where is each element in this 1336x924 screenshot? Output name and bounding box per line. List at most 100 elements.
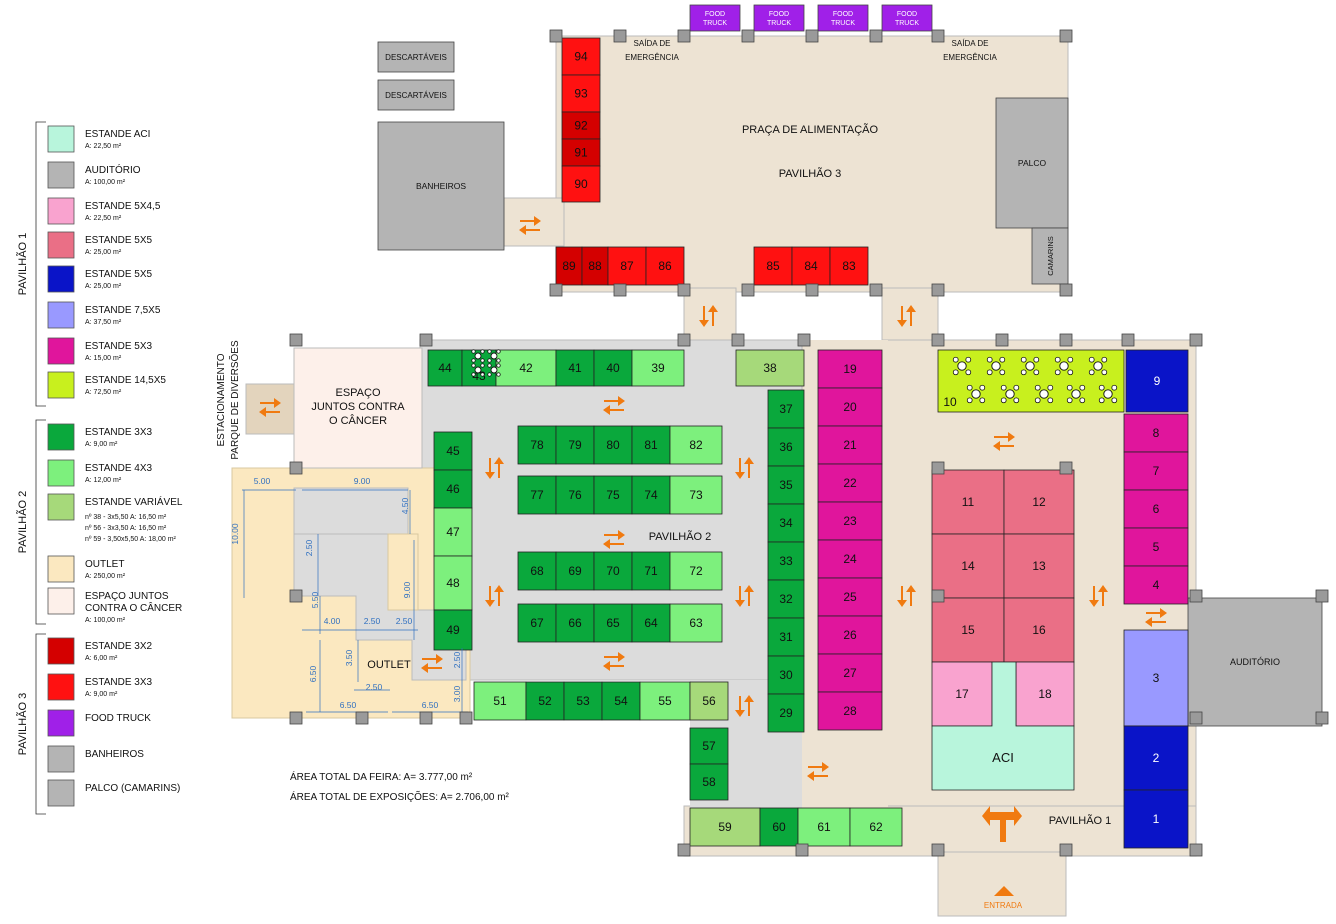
stand-57[interactable]: 57 (689, 727, 729, 765)
stand-36[interactable]: 36 (767, 427, 805, 467)
stand-65[interactable]: 65 (593, 603, 633, 643)
stand-29[interactable]: 29 (767, 693, 805, 733)
stand-68[interactable]: 68 (517, 551, 557, 591)
stand-85[interactable]: 85 (753, 246, 793, 286)
stand-55[interactable]: 55 (639, 681, 691, 721)
stand-11[interactable]: 11 (931, 469, 1005, 535)
stand-58[interactable]: 58 (689, 763, 729, 801)
stand-51[interactable]: 51 (473, 681, 527, 721)
stand-45[interactable]: 45 (433, 431, 473, 471)
stand-77[interactable]: 77 (517, 475, 557, 515)
stand-66[interactable]: 66 (555, 603, 595, 643)
stand-6[interactable]: 6 (1123, 489, 1189, 529)
stand-72[interactable]: 72 (669, 551, 723, 591)
stand-56[interactable]: 56 (689, 681, 729, 721)
stand-59[interactable]: 59 (689, 807, 761, 847)
stand-14[interactable]: 14 (931, 533, 1005, 599)
stand-81[interactable]: 81 (631, 425, 671, 465)
stand-1[interactable]: 1 (1123, 789, 1189, 849)
auditorio[interactable]: AUDITÓRIO (1187, 597, 1323, 727)
stand-2[interactable]: 2 (1123, 725, 1189, 791)
stand-71[interactable]: 71 (631, 551, 671, 591)
stand-31[interactable]: 31 (767, 617, 805, 657)
stand-67[interactable]: 67 (517, 603, 557, 643)
stand-93[interactable]: 93 (561, 74, 601, 113)
stand-34[interactable]: 34 (767, 503, 805, 543)
stand-60[interactable]: 60 (759, 807, 799, 847)
stand-64[interactable]: 64 (631, 603, 671, 643)
stand-23[interactable]: 23 (817, 501, 883, 541)
stand-12[interactable]: 12 (1003, 469, 1075, 535)
stand-70[interactable]: 70 (593, 551, 633, 591)
stand-61[interactable]: 61 (797, 807, 851, 847)
palco[interactable]: PALCO (995, 97, 1069, 229)
stand-80[interactable]: 80 (593, 425, 633, 465)
stand-52[interactable]: 52 (525, 681, 565, 721)
stand-78[interactable]: 78 (517, 425, 557, 465)
stand-83[interactable]: 83 (829, 246, 869, 286)
stand-24[interactable]: 24 (817, 539, 883, 579)
stand-47[interactable]: 47 (433, 507, 473, 557)
stand-63[interactable]: 63 (669, 603, 723, 643)
stand-3[interactable]: 3 (1123, 629, 1189, 727)
descartaveis-1[interactable]: DESCARTÁVEIS (377, 41, 455, 73)
stand-22[interactable]: 22 (817, 463, 883, 503)
stand-82[interactable]: 82 (669, 425, 723, 465)
stand-88[interactable]: 88 (581, 246, 609, 286)
stand-75[interactable]: 75 (593, 475, 633, 515)
stand-21[interactable]: 21 (817, 425, 883, 465)
stand-94[interactable]: 94 (561, 37, 601, 76)
stand-5[interactable]: 5 (1123, 527, 1189, 567)
stand-15[interactable]: 15 (931, 597, 1005, 663)
stand-28[interactable]: 28 (817, 691, 883, 731)
stand-18[interactable]: 18 (1015, 661, 1075, 727)
stand-aci[interactable]: ACI (931, 661, 1075, 791)
stand-84[interactable]: 84 (791, 246, 831, 286)
stand-90[interactable]: 90 (561, 165, 601, 203)
stand-44[interactable]: 44 (427, 349, 463, 387)
stand-42[interactable]: 42 (495, 349, 557, 387)
descartaveis-2[interactable]: DESCARTÁVEIS (377, 79, 455, 111)
stand-41[interactable]: 41 (555, 349, 595, 387)
stand-33[interactable]: 33 (767, 541, 805, 581)
stand-30[interactable]: 30 (767, 655, 805, 695)
stand-39[interactable]: 39 (631, 349, 685, 387)
stand-19[interactable]: 19 (817, 349, 883, 389)
stand-48[interactable]: 48 (433, 555, 473, 611)
stand-86[interactable]: 86 (645, 246, 685, 286)
stand-20[interactable]: 20 (817, 387, 883, 427)
stand-27[interactable]: 27 (817, 653, 883, 693)
stand-91[interactable]: 91 (561, 138, 601, 167)
stand-4[interactable]: 4 (1123, 565, 1189, 605)
stand-35[interactable]: 35 (767, 465, 805, 505)
stand-74[interactable]: 74 (631, 475, 671, 515)
stand-9[interactable]: 9 (1125, 349, 1189, 413)
stand-79[interactable]: 79 (555, 425, 595, 465)
stand-25[interactable]: 25 (817, 577, 883, 617)
stand-92[interactable]: 92 (561, 111, 601, 140)
stand-62[interactable]: 62 (849, 807, 903, 847)
stand-49[interactable]: 49 (433, 609, 473, 651)
stand-89[interactable]: 89 (555, 246, 583, 286)
stand-54[interactable]: 54 (601, 681, 641, 721)
stand-7[interactable]: 7 (1123, 451, 1189, 491)
stand-69[interactable]: 69 (555, 551, 595, 591)
stand-38[interactable]: 38 (735, 349, 805, 387)
banheiros[interactable]: BANHEIROS (377, 121, 505, 251)
stand-26[interactable]: 26 (817, 615, 883, 655)
stand-37[interactable]: 37 (767, 389, 805, 429)
stand-73[interactable]: 73 (669, 475, 723, 515)
stand-46[interactable]: 46 (433, 469, 473, 509)
stand-8[interactable]: 8 (1123, 413, 1189, 453)
stand-87[interactable]: 87 (607, 246, 647, 286)
stand-13[interactable]: 13 (1003, 533, 1075, 599)
stand-17[interactable]: 17 (931, 661, 993, 727)
stand-53[interactable]: 53 (563, 681, 603, 721)
stand-76[interactable]: 76 (555, 475, 595, 515)
stand-32[interactable]: 32 (767, 579, 805, 619)
camarins[interactable]: CAMARINS (1031, 227, 1069, 285)
